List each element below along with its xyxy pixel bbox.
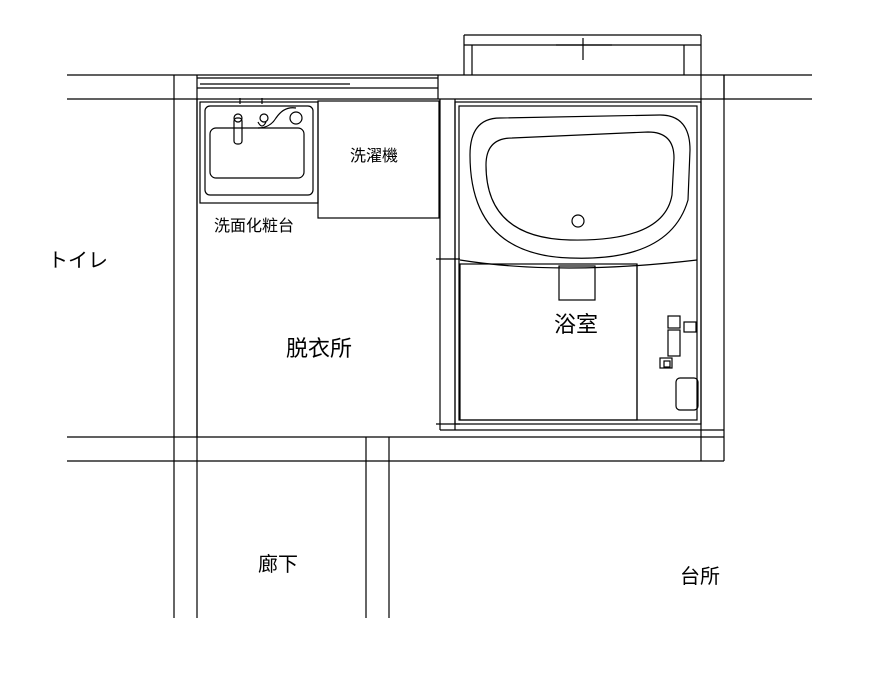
washbasin-vanity	[199, 98, 319, 204]
shower-fixtures	[659, 315, 699, 411]
top-wall	[67, 74, 812, 100]
fixture-label-washing-machine: 洗濯機	[350, 146, 399, 165]
bathroom-unit	[454, 101, 702, 425]
room-label-dressing-room: 脱衣所	[286, 337, 353, 362]
dressing-window	[197, 75, 439, 99]
left-wall	[173, 75, 198, 618]
room-label-kitchen: 台所	[680, 564, 720, 588]
hallway-wall	[365, 437, 390, 618]
bathroom-window	[463, 34, 701, 75]
room-label-bathroom: 浴室	[554, 313, 599, 338]
room-label-toilet: トイレ	[48, 248, 108, 272]
bathtub	[469, 114, 691, 259]
fixture-label-washbasin: 洗面化粧台	[214, 216, 295, 235]
bottom-wall	[67, 436, 724, 462]
room-label-hallway: 廊下	[258, 552, 298, 576]
